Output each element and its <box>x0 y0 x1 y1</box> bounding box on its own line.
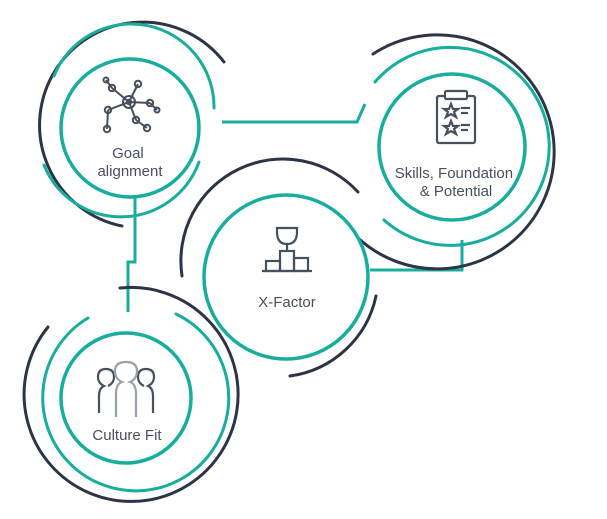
goal-middle-ring-arc <box>52 22 216 110</box>
skills-inner-circle <box>377 72 527 222</box>
skills-label-line-1: Skills, Foundation <box>395 165 513 182</box>
goal-label-line-1: Goal <box>112 145 144 162</box>
node-goal-alignment: Goal alignment <box>38 20 226 228</box>
network-nodes-icon <box>102 76 161 134</box>
connector-xfactor-skills <box>370 240 464 272</box>
xfactor-label: X-Factor <box>258 294 316 311</box>
node-culture-fit: Culture Fit <box>22 285 240 503</box>
xfactor-label-line-1: X-Factor <box>258 294 316 311</box>
goal-middle-ring <box>42 160 201 219</box>
culture-outer-ring <box>22 285 240 503</box>
skills-label-line-2: & Potential <box>420 183 493 200</box>
people-group-icon <box>96 360 156 417</box>
xfactor-outer-arc-bottom <box>288 294 378 378</box>
goal-inner-circle <box>59 57 201 199</box>
goal-label: Goal alignment <box>97 145 163 180</box>
clipboard-stars-icon <box>435 89 477 145</box>
culture-middle-ring <box>41 312 231 493</box>
node-skills: Skills, Foundation & Potential <box>356 33 556 271</box>
culture-label: Culture Fit <box>92 427 162 444</box>
connector-goal-skills <box>222 103 367 124</box>
culture-inner-circle <box>59 331 193 465</box>
skills-middle-ring <box>373 45 551 247</box>
xfactor-outer-arc-top <box>179 157 360 278</box>
node-xfactor: X-Factor <box>179 157 378 378</box>
skills-label: Skills, Foundation & Potential <box>395 165 518 200</box>
trophy-podium-icon <box>262 226 312 273</box>
culture-label-line-1: Culture Fit <box>92 427 162 444</box>
connector-goal-culture <box>126 197 137 312</box>
skills-outer-ring <box>356 33 556 271</box>
goal-label-line-2: alignment <box>97 163 163 180</box>
xfactor-inner-circle <box>202 193 370 361</box>
